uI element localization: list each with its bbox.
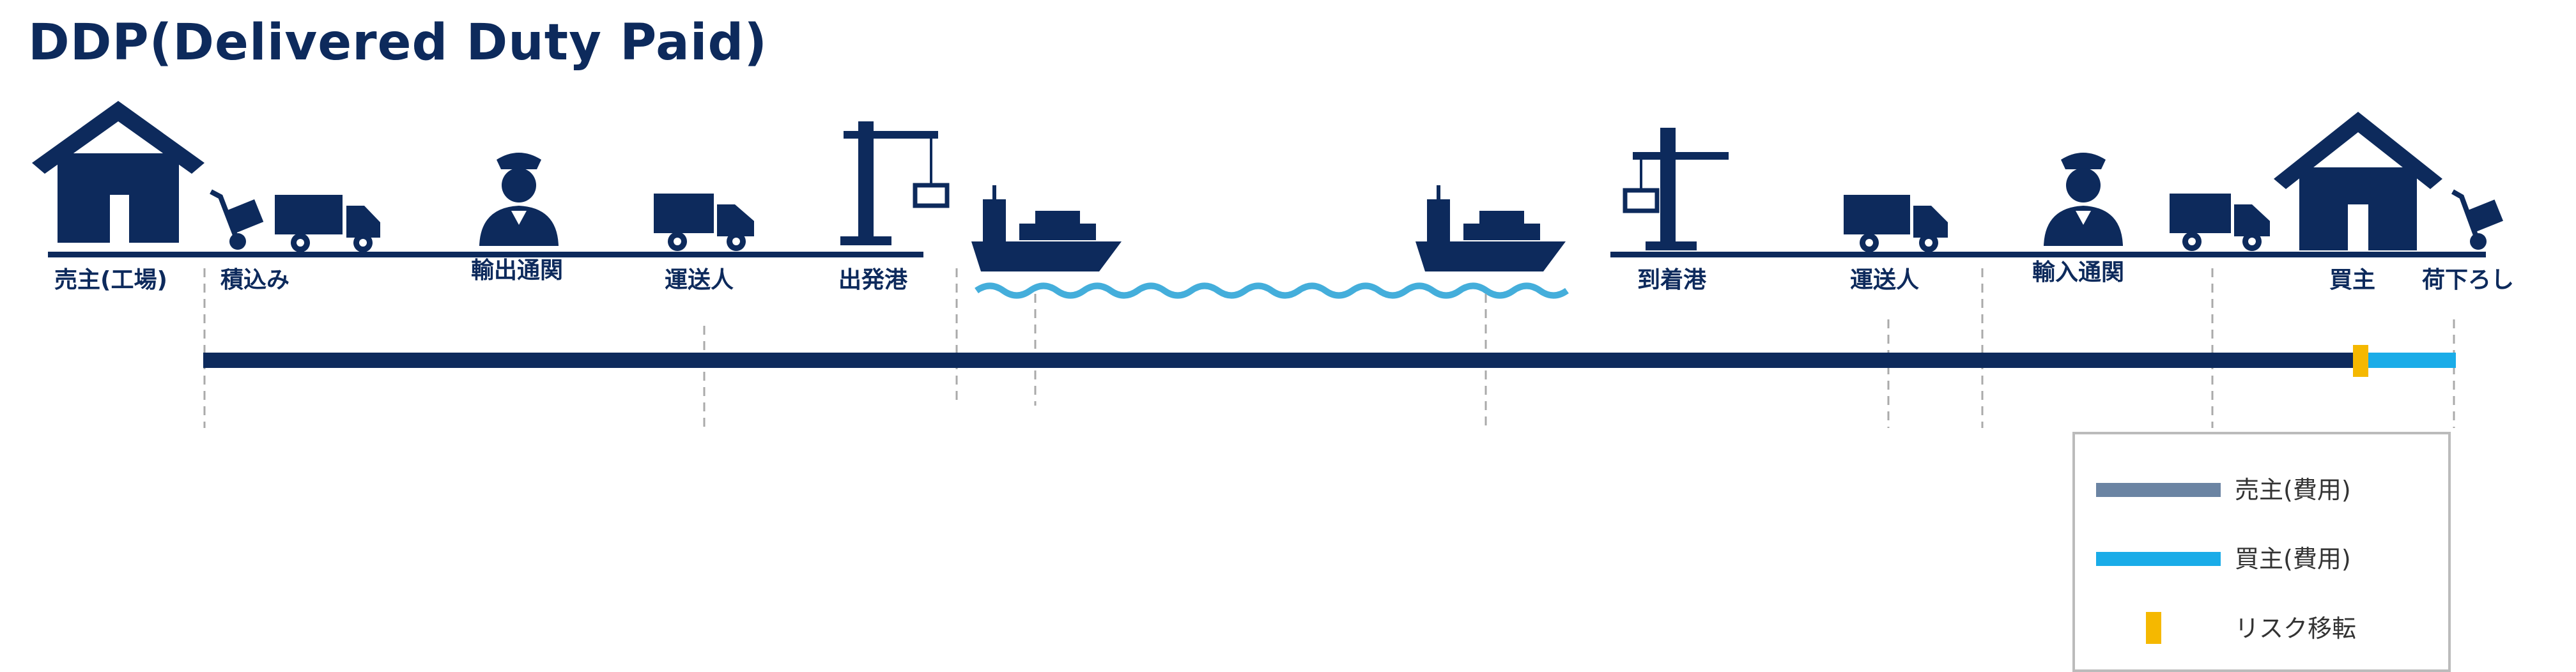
risk-transfer-marker [2353,345,2368,377]
diagram-title: DDP(Delivered Duty Paid) [28,14,768,72]
label-departure-port: 出発港 [838,267,908,293]
legend-seller-label: 売主(費用) [2235,476,2351,504]
truck-icon-1 [275,195,380,252]
label-carrier-import: 運送人 [1850,267,1919,293]
truck-icon-4 [2170,194,2270,251]
import-customs-officer-icon [2044,153,2123,246]
legend-buyer-label: 買主(費用) [2235,545,2351,573]
seller-factory-icon [32,101,204,243]
buyer-cost-bar [2366,353,2456,368]
origin-ground-line [48,252,923,257]
legend-seller-swatch [2096,483,2221,497]
label-carrier-export: 運送人 [665,267,734,293]
ship-icon-1 [971,185,1122,271]
buyer-house-icon [2274,112,2442,250]
label-import-customs: 輸入通関 [2032,259,2124,286]
sea-wave-line [975,282,1569,299]
label-arrival-port: 到着港 [1637,267,1707,293]
export-customs-officer-icon [479,153,559,246]
legend-risk-label: リスク移転 [2235,615,2356,643]
arrival-crane-icon [1623,128,1729,250]
destination-ground-line [1610,252,2486,257]
unloading-hand-truck-icon [2451,189,2503,250]
seller-cost-bar [203,353,2366,368]
label-seller-factory: 売主(工場) [54,267,167,293]
label-export-customs: 輸出通関 [471,257,563,284]
ship-icon-2 [1415,185,1566,271]
label-unloading: 荷下ろし [2422,267,2514,293]
truck-icon-2 [654,194,754,251]
label-buyer: 買主 [2329,267,2375,293]
legend-risk-swatch [2146,612,2161,644]
hand-truck-icon [210,189,264,250]
label-loading: 積込み [220,267,289,293]
stage-dividers [203,268,2455,428]
legend-buyer-swatch [2096,552,2221,566]
legend-box [2072,432,2451,672]
legend: 売主(費用) 買主(費用) リスク移転 [2072,432,2451,672]
departure-crane-icon [840,121,950,245]
truck-icon-3 [1844,195,1948,252]
